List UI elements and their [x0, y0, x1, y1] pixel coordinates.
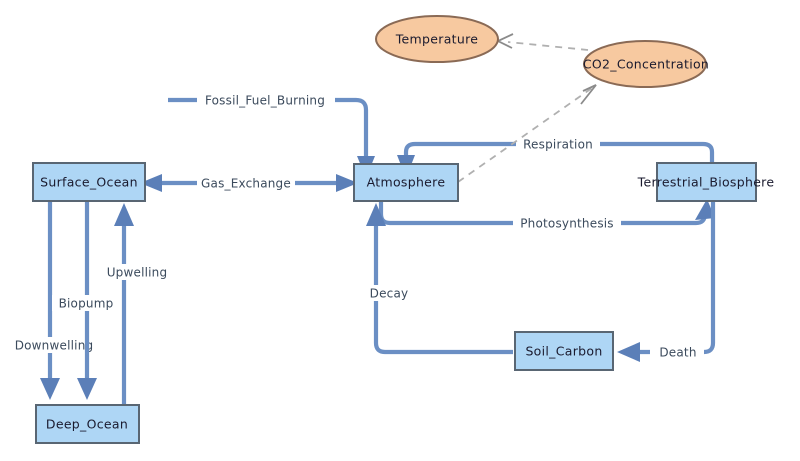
- node-label: Atmosphere: [367, 175, 446, 190]
- arrowhead: [114, 203, 134, 226]
- edge-gas-exchange[interactable]: Gas_Exchange: [140, 174, 358, 192]
- edge-path: [457, 87, 593, 183]
- node-shape: [583, 40, 707, 88]
- edge-biopump[interactable]: Biopump: [52, 202, 120, 400]
- label-backdrop: [516, 136, 600, 152]
- arrowhead: [366, 203, 386, 226]
- edge-death[interactable]: Death: [617, 202, 716, 362]
- node-shape: [514, 331, 614, 371]
- label-backdrop: [650, 344, 704, 360]
- node-label: Terrestrial_Biosphere: [637, 175, 775, 190]
- node-label: Temperature: [395, 32, 478, 47]
- label-backdrop: [197, 175, 295, 191]
- edge-photosynthesis[interactable]: Photosynthesis: [378, 199, 715, 231]
- edge-label: Fossil_Fuel_Burning: [205, 94, 325, 108]
- arrowhead: [695, 199, 715, 220]
- node-shape: [32, 162, 146, 202]
- arrowhead: [77, 378, 97, 400]
- edge-path: [168, 97, 369, 160]
- node-co2-concentration[interactable]: CO2_Concentration: [583, 40, 709, 88]
- label-backdrop: [513, 215, 621, 231]
- edge-label: Gas_Exchange: [201, 177, 291, 191]
- edge-upwelling[interactable]: Upwelling: [101, 203, 175, 404]
- node-label: CO2_Concentration: [583, 57, 709, 72]
- edge-label: Upwelling: [107, 266, 168, 280]
- edge-label: Decay: [370, 287, 409, 301]
- node-shape: [35, 404, 140, 444]
- edge-path: [373, 222, 513, 355]
- edge-label: Downwelling: [15, 339, 94, 353]
- node-shape: [656, 162, 757, 202]
- label-backdrop: [52, 295, 120, 311]
- edge-label: Death: [659, 346, 696, 360]
- edge-decay[interactable]: Decay: [362, 203, 513, 355]
- edge-atmosphere-to-co2[interactable]: [457, 84, 597, 183]
- node-shape: [353, 163, 459, 202]
- edge-label: Biopump: [59, 297, 114, 311]
- node-label: Soil_Carbon: [525, 344, 602, 359]
- arrowhead-right: [336, 174, 358, 192]
- arrowhead: [580, 84, 597, 105]
- edge-downwelling[interactable]: Downwelling: [10, 202, 100, 400]
- node-terrestrial-biosphere[interactable]: Terrestrial_Biosphere: [637, 162, 775, 202]
- node-surface-ocean[interactable]: Surface_Ocean: [32, 162, 146, 202]
- arrowhead: [617, 342, 640, 362]
- node-label: Surface_Ocean: [40, 175, 138, 190]
- node-deep-ocean[interactable]: Deep_Ocean: [35, 404, 140, 444]
- arrowhead: [40, 378, 60, 400]
- edge-co2-to-temperature[interactable]: [495, 33, 589, 51]
- edge-label: Photosynthesis: [520, 217, 614, 231]
- node-temperature[interactable]: Temperature: [375, 15, 499, 63]
- node-label: Deep_Ocean: [46, 417, 128, 432]
- edge-label: Respiration: [523, 138, 593, 152]
- node-atmosphere[interactable]: Atmosphere: [353, 163, 459, 202]
- edge-fossil-fuel-burning[interactable]: Fossil_Fuel_Burning: [168, 92, 375, 178]
- label-backdrop: [197, 92, 335, 108]
- label-backdrop: [101, 264, 175, 280]
- label-backdrop: [10, 337, 100, 353]
- arrowhead: [495, 33, 514, 49]
- edge-path: [637, 202, 716, 355]
- arrowhead-left: [140, 174, 162, 192]
- edge-path: [507, 41, 589, 51]
- label-backdrop: [362, 285, 416, 301]
- node-shape: [375, 15, 499, 63]
- node-soil-carbon[interactable]: Soil_Carbon: [514, 331, 614, 371]
